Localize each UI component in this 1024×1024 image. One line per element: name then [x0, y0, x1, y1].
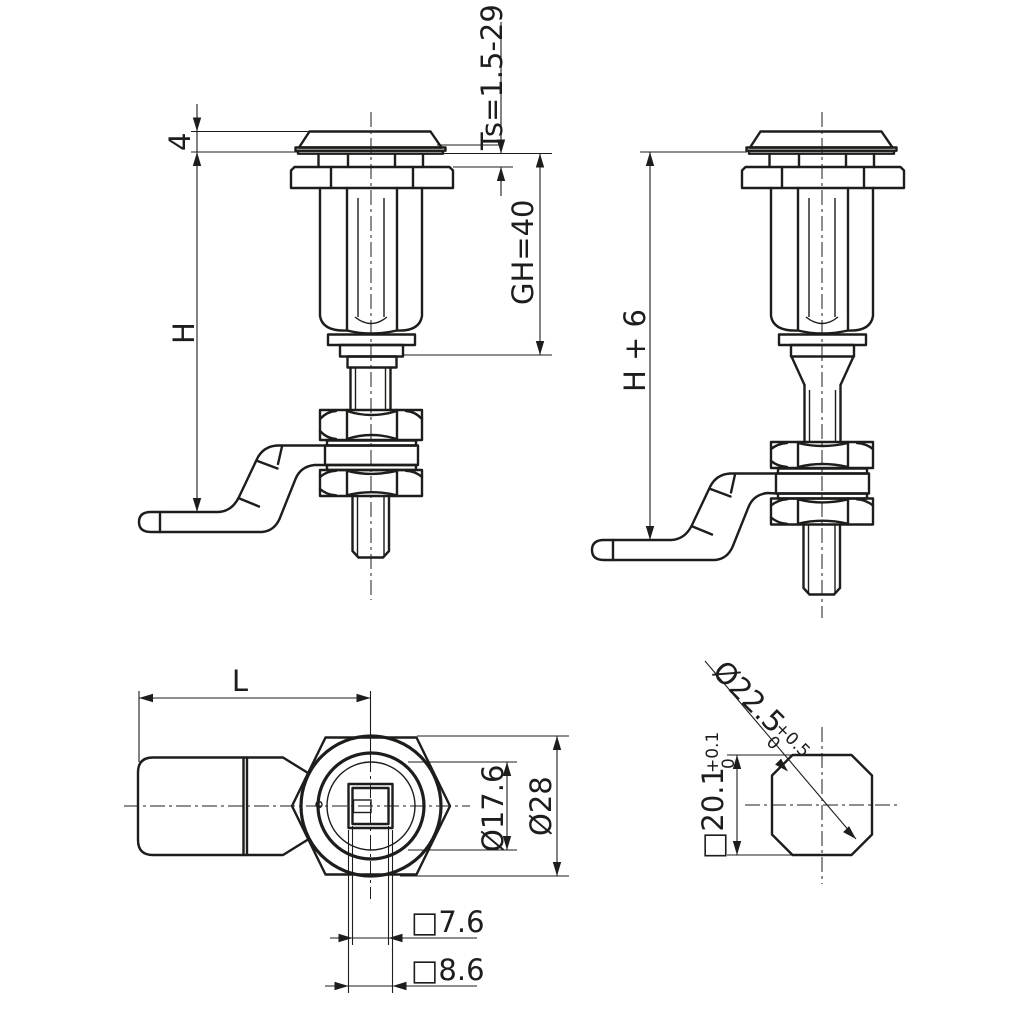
- cutout-octagon: [770, 753, 874, 857]
- neck-lines: [317, 152, 425, 169]
- dim-label-clamping-range: Ts=1.5-29: [475, 4, 509, 151]
- cam-arm-bend-lines: [242, 756, 249, 857]
- dim-label-grip: H: [167, 322, 201, 344]
- dim-label-grip-height: GH=40: [506, 200, 540, 305]
- dim-arrows: [192, 117, 545, 512]
- dim-sq76-lines: [330, 826, 477, 945]
- dim-d28-lines: [400, 735, 569, 877]
- head-cap: [297, 130, 443, 149]
- dimensions: 4 H Ts=1.5-29 GH=40: [163, 4, 552, 512]
- extension-lines: [191, 130, 552, 356]
- top-view: L Ø17.6 Ø28 □7.6 □8.6: [124, 664, 569, 993]
- hex-flange-facets: [329, 165, 415, 190]
- detent-pin-circle: [315, 800, 323, 809]
- front-view-extended: H + 6: [590, 112, 906, 618]
- dim-label-body-diameter: Ø17.6: [476, 765, 510, 852]
- hex-flange-facets: [780, 165, 866, 190]
- stem-thread-lines: [356, 496, 385, 556]
- cam-arm: [590, 472, 779, 562]
- head-cap: [748, 130, 894, 149]
- cam-arm-detail-lines: [158, 445, 284, 534]
- cutout-view: Ø22.5 +0.5 0 □20.1 +0.1 0: [696, 654, 901, 884]
- hex-nut-upper-facets: [318, 408, 424, 442]
- dim-label-cutout-width: □20.1 +0.1 0: [696, 732, 739, 859]
- dim-label-head-height: 4: [163, 133, 197, 151]
- dim-label-length: L: [232, 664, 248, 698]
- dim-label-head-diameter: Ø28: [524, 776, 558, 836]
- cam-arm: [137, 444, 328, 534]
- hex-body: [769, 186, 875, 335]
- cutout-width-tol-minus: 0: [719, 758, 739, 769]
- dim-label-square-large: □8.6: [411, 953, 485, 987]
- step-band-3: [346, 355, 398, 369]
- hex-flange: [740, 165, 906, 190]
- hex-body: [318, 186, 424, 335]
- shaft-inner-lines: [808, 390, 837, 442]
- cutout-width-tol-plus: +0.1: [703, 732, 723, 773]
- hex-nut-lower: [769, 497, 875, 526]
- shaft-inner-lines: [354, 367, 387, 410]
- dim-label-grip-plus: H + 6: [618, 309, 652, 392]
- threaded-stem: [802, 523, 842, 596]
- hex-flange: [289, 165, 455, 190]
- dim-width-lines: [727, 754, 791, 856]
- front-view-retracted: 4 H Ts=1.5-29 GH=40: [137, 4, 552, 600]
- dimensions: H + 6: [618, 151, 747, 540]
- dimensions: Ø22.5 +0.5 0 □20.1 +0.1 0: [696, 654, 859, 859]
- dimensions: L Ø17.6 Ø28 □7.6 □8.6: [138, 664, 569, 993]
- stem-thread-lines: [807, 524, 836, 593]
- dim-d176-lines: [408, 761, 517, 851]
- neck-lines: [768, 152, 876, 169]
- cutout-width-value: □20.1: [696, 767, 730, 859]
- dim-diagonal-line: [704, 660, 857, 840]
- threaded-stem: [351, 494, 391, 559]
- hex-nut-lower-facets: [318, 468, 424, 498]
- shaft: [803, 383, 842, 444]
- dim-label-square-small: □7.6: [411, 905, 485, 939]
- dim-l-lines: [138, 691, 372, 762]
- shaft: [349, 366, 392, 412]
- cam-arm-detail-lines: [611, 473, 737, 562]
- cone-transition: [790, 355, 855, 387]
- latch-outline: [137, 130, 455, 559]
